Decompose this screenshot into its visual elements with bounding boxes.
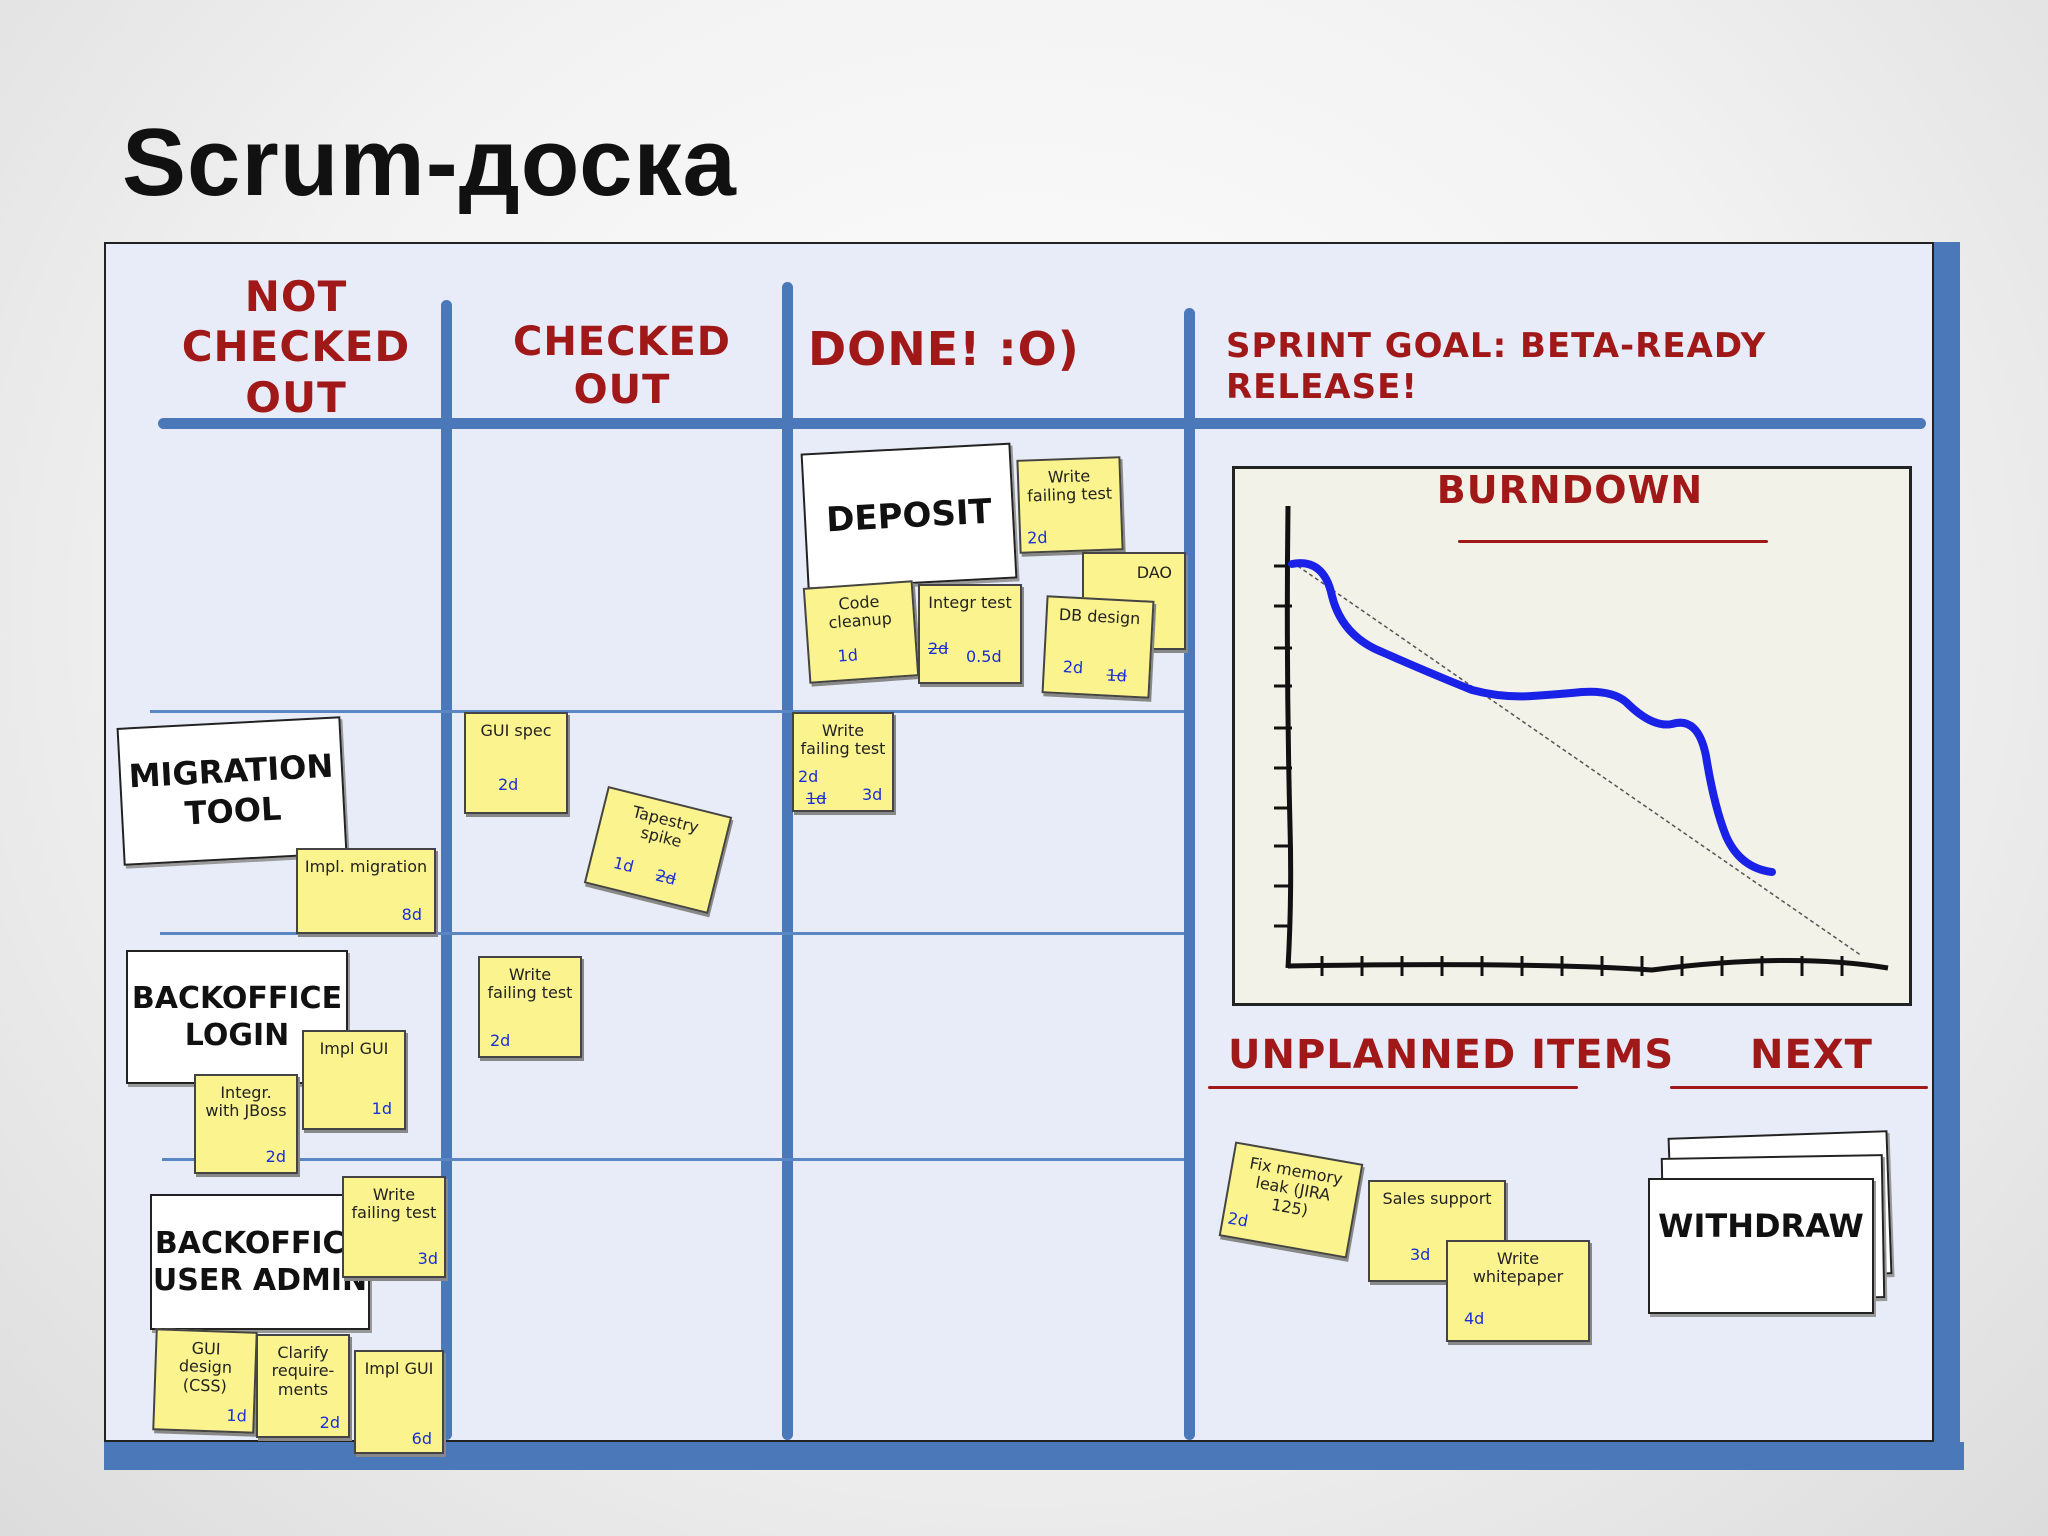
row-divider-3 [162, 1158, 1184, 1161]
burndown-actual-line [1288, 559, 1776, 876]
column-divider-1 [441, 300, 452, 1440]
task-note[interactable]: GUI design (CSS) 1d [152, 1328, 258, 1434]
story-card-migration-tool[interactable]: Migration tool [116, 716, 348, 866]
task-note[interactable]: Code cleanup 1d [802, 580, 920, 684]
task-note[interactable]: Write failing test 2d [478, 956, 582, 1058]
burndown-title-underline [1458, 540, 1768, 543]
page-title: Scrum-доска [122, 109, 737, 216]
task-note[interactable]: Integr test 2d 0.5d [918, 584, 1022, 684]
burndown-title: Burndown [1436, 468, 1704, 512]
story-card-withdraw[interactable]: Withdraw [1648, 1178, 1874, 1314]
column-divider-3 [1184, 308, 1195, 1440]
story-card-label: Backoffice user admin [152, 1225, 368, 1299]
task-note[interactable]: Write whitepaper 4d [1446, 1240, 1590, 1342]
story-card-label: Backoffice login [131, 980, 343, 1054]
task-note[interactable]: GUI spec 2d [464, 712, 568, 814]
column-header-done: Done! :o) [808, 322, 1080, 376]
task-note[interactable]: Write failing test 2d [1016, 456, 1124, 554]
story-card-label: Migration tool [127, 746, 335, 833]
burndown-graph [1274, 505, 1889, 976]
column-divider-2 [782, 282, 793, 1440]
next-title: Next [1750, 1032, 1873, 1078]
task-note[interactable]: Impl GUI 1d [302, 1030, 406, 1130]
task-note[interactable]: Impl. migration 8d [296, 848, 436, 934]
column-header-sprint-goal: Sprint goal: Beta-ready release! [1226, 326, 1767, 407]
unplanned-underline [1208, 1086, 1578, 1089]
column-header-checked-out: Checked out [512, 319, 732, 413]
row-divider-2 [160, 932, 1184, 935]
burndown-ticks [1274, 564, 1844, 976]
burndown-x-axis [1287, 958, 1889, 973]
next-underline [1670, 1086, 1928, 1089]
story-card-backoffice-user-admin[interactable]: Backoffice user admin [150, 1194, 370, 1330]
task-note[interactable]: Integr. with JBoss 2d [194, 1074, 298, 1174]
task-note[interactable]: Clarify require-ments 2d [256, 1334, 350, 1438]
column-header-not-checked-out: Not checked out [181, 272, 411, 422]
task-note[interactable]: Impl GUI 6d [354, 1350, 444, 1454]
burndown-ideal-line [1291, 561, 1863, 957]
task-note[interactable]: DB design 2d 1d [1041, 595, 1155, 699]
story-card-deposit[interactable]: Deposit [800, 442, 1018, 590]
task-note[interactable]: Write failing test 3d [342, 1176, 446, 1278]
burndown-chart [1232, 466, 1912, 1006]
story-card-label: Deposit [825, 491, 993, 541]
header-divider [158, 418, 1926, 429]
story-card-label: Withdraw [1658, 1207, 1864, 1245]
row-divider-1 [150, 710, 1184, 713]
burndown-y-axis [1284, 505, 1294, 969]
task-note[interactable]: Write failing test 2d 1d 3d [792, 712, 894, 812]
unplanned-items-title: Unplanned items [1228, 1032, 1675, 1078]
task-note[interactable]: Sales support 3d [1368, 1180, 1506, 1282]
